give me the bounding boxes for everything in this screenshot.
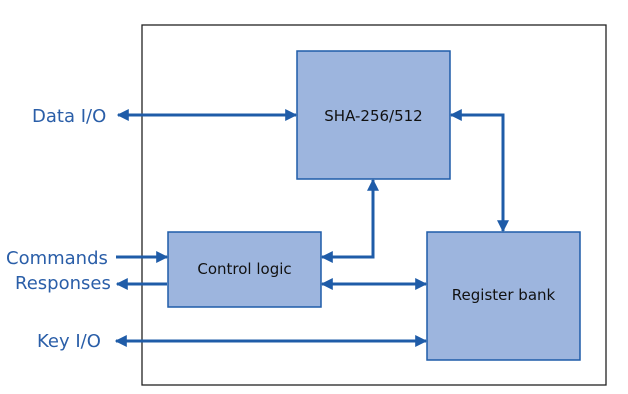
responses-label: Responses: [15, 273, 111, 294]
register-bank-block: Register bank: [426, 231, 581, 361]
sha-block: SHA-256/512: [296, 50, 451, 180]
data-io-label: Data I/O: [32, 106, 106, 127]
control-sha-arrow: [320, 178, 379, 263]
key-io-label: Key I/O: [37, 331, 101, 352]
register-bank-label: Register bank: [452, 286, 556, 304]
control-logic-label: Control logic: [197, 260, 291, 278]
sha-register-arrow: [449, 109, 509, 233]
sha-label: SHA-256/512: [324, 107, 422, 125]
chip-boundary: [141, 24, 607, 386]
control-logic-block: Control logic: [167, 231, 322, 308]
commands-label: Commands: [6, 248, 108, 269]
